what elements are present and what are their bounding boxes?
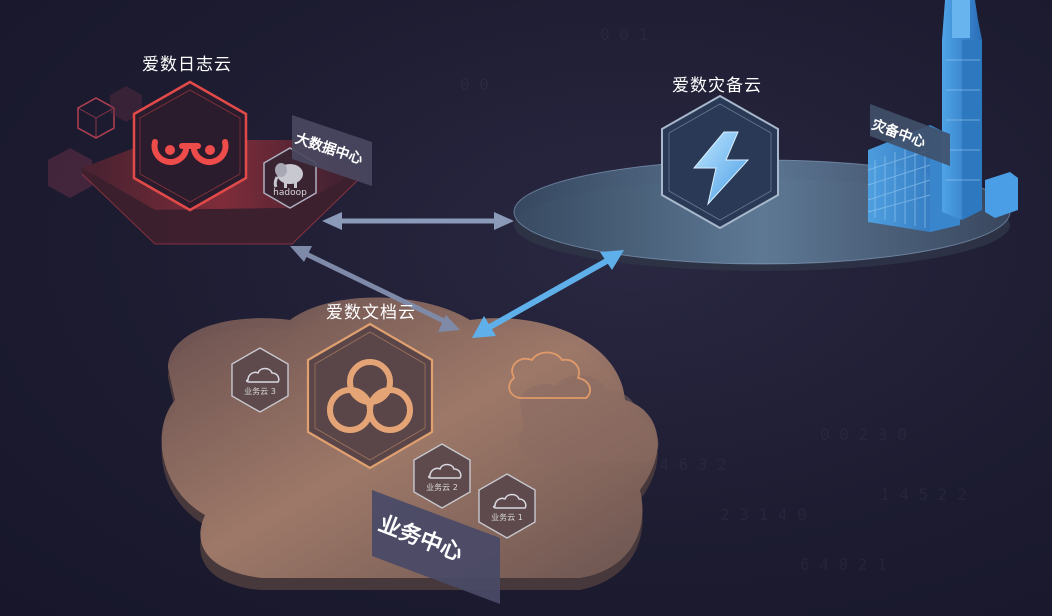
svg-text:1 4 5 2 2: 1 4 5 2 2 xyxy=(880,485,967,504)
log-cloud-node xyxy=(48,80,372,245)
hadoop-elephant-icon xyxy=(273,163,303,188)
svg-text:6 4 8 2 1: 6 4 8 2 1 xyxy=(800,555,887,574)
dr-cloud-node xyxy=(513,0,1018,271)
background-texture: 0 0 1 4 3 7 4 6 3 2 2 3 1 4 0 6 4 8 2 1 … xyxy=(460,25,967,574)
biz-cloud-3-label: 业务云 3 xyxy=(244,387,276,396)
svg-text:7 4 6 3 2: 7 4 6 3 2 xyxy=(640,455,727,474)
hadoop-label: hadoop xyxy=(273,188,307,198)
biz-cloud-1-label: 业务云 1 xyxy=(491,513,523,522)
biz-cloud-3-hex xyxy=(231,347,289,413)
lightning-icon xyxy=(692,131,750,206)
dr-cloud-title: 爱数灾备云 xyxy=(672,76,762,96)
log-cloud-title: 爱数日志云 xyxy=(142,55,232,75)
svg-text:2 3 1 4 0: 2 3 1 4 0 xyxy=(720,505,807,524)
doc-cloud-node xyxy=(161,297,659,604)
biz-cloud-2-label: 业务云 2 xyxy=(426,483,458,492)
doc-cloud-title: 爱数文档云 xyxy=(326,303,416,323)
connection-arrows xyxy=(290,212,624,338)
doc-cloud-logo-icon xyxy=(327,359,413,433)
svg-text:0 0 1: 0 0 1 xyxy=(600,25,648,44)
biz-cloud-1-hex xyxy=(478,473,536,539)
svg-text:0 0: 0 0 xyxy=(460,75,489,94)
biz-cloud-2-hex xyxy=(413,443,471,509)
svg-text:0 0 2 3 0: 0 0 2 3 0 xyxy=(820,425,907,444)
